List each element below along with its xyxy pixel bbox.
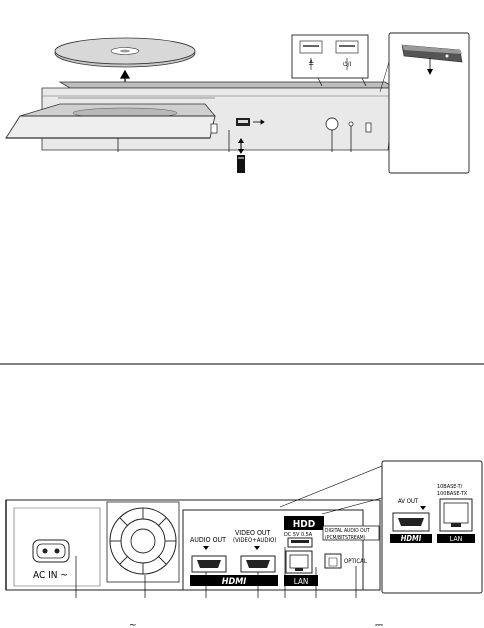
rear-callout-lines xyxy=(75,547,357,598)
usb-stick-icon xyxy=(237,138,245,173)
hdmi-av-out-port[interactable] xyxy=(392,512,430,532)
front-panel-figure: ≙ ⏻/I xyxy=(5,32,470,174)
side-button xyxy=(365,122,372,133)
fan-icon xyxy=(106,501,180,583)
lan-port[interactable] xyxy=(285,550,313,574)
optical-label: OPTICAL xyxy=(344,558,367,565)
hdd-badge xyxy=(284,516,324,530)
button-inset: ≙ ⏻/I xyxy=(291,34,369,87)
inset-lan-label: LAN xyxy=(450,535,463,543)
video-audio-label: (VIDEO+AUDIO) xyxy=(233,537,276,544)
usb-icon xyxy=(253,119,265,125)
hdmi-audio-out-port[interactable] xyxy=(191,555,227,573)
rear-inset: AV OUT HDMI 10BASE-T/ 100BASE-TX LAN xyxy=(381,460,483,594)
pcm-bitstream-label: (PCM/BITSTREAM) xyxy=(325,535,366,541)
callout-lines xyxy=(117,126,352,152)
usb-hdd-port[interactable] xyxy=(287,537,313,548)
optical-port[interactable] xyxy=(324,553,342,569)
usb-spec-label: DC 5V 0.5A xyxy=(284,532,313,538)
hdmi-logo: HDMI xyxy=(222,577,247,587)
disc-tray[interactable] xyxy=(5,103,216,139)
video-out-label: VIDEO OUT xyxy=(235,529,271,537)
ir-sensor xyxy=(325,117,339,131)
power-indicator xyxy=(348,121,354,127)
tray-button[interactable] xyxy=(210,123,218,134)
lan-spec-line-2: 100BASE-TX xyxy=(437,491,468,497)
audio-out-label: AUDIO OUT xyxy=(190,536,226,544)
digital-audio-out-label: DIGITAL AUDIO OUT xyxy=(325,528,370,534)
rear-panel-figure: AC IN ~ AUDIO OUT VIDEO OUT (VIDEO+AUDIO… xyxy=(5,460,483,628)
lan-label: LAN xyxy=(294,577,309,586)
usb-port[interactable] xyxy=(236,118,250,126)
disc-icon xyxy=(54,37,196,68)
inset-hdmi-logo: HDMI xyxy=(401,534,422,543)
hdmi-video-out-port[interactable] xyxy=(240,555,276,573)
side-view-inset xyxy=(379,32,470,174)
av-out-label: AV OUT xyxy=(398,498,419,505)
ac-symbol: ∼ xyxy=(129,620,137,628)
lan-spec-line-1: 10BASE-T/ xyxy=(437,484,463,490)
hdmi-logo-bar xyxy=(190,575,278,586)
dc-symbol: ⎓ xyxy=(375,620,383,628)
ac-in-label: AC IN ~ xyxy=(33,570,68,581)
hdd-label: HDD xyxy=(293,519,315,530)
inset-lan-port[interactable] xyxy=(439,498,473,532)
ac-inlet[interactable] xyxy=(32,539,70,563)
